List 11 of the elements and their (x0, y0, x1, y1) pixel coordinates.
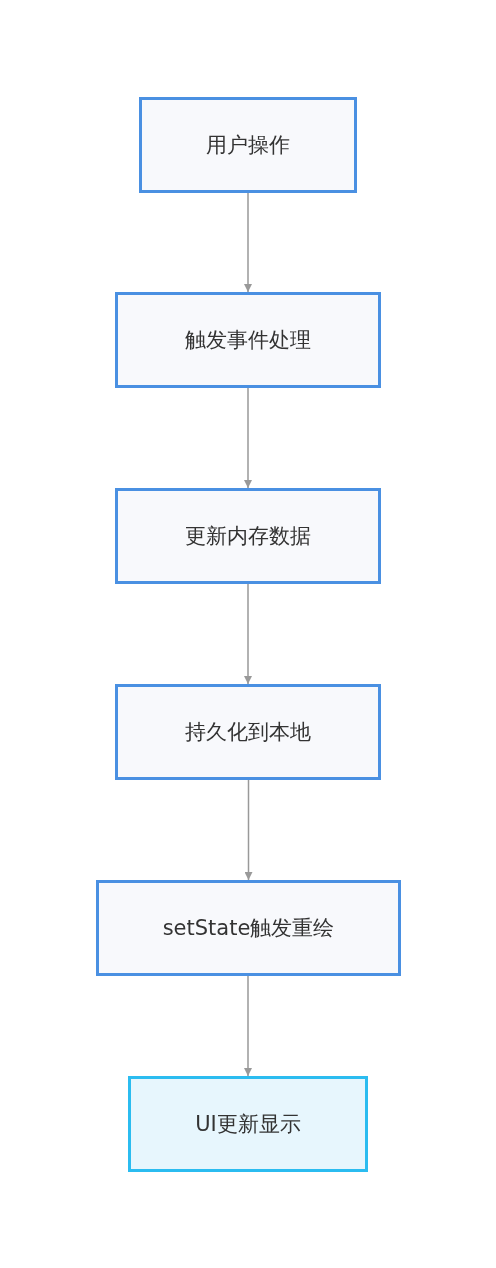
arrow (244, 975, 252, 1077)
arrow (244, 387, 252, 489)
arrow (244, 192, 252, 293)
arrow (244, 779, 253, 881)
process-box: 持久化到本地 (115, 684, 381, 780)
process-box: UI更新显示 (128, 1076, 368, 1172)
process-box: 触发事件处理 (115, 292, 381, 388)
process-box: 用户操作 (139, 97, 357, 193)
process-box: 更新内存数据 (115, 488, 381, 584)
arrow (244, 583, 252, 685)
process-box: setState触发重绘 (96, 880, 401, 976)
